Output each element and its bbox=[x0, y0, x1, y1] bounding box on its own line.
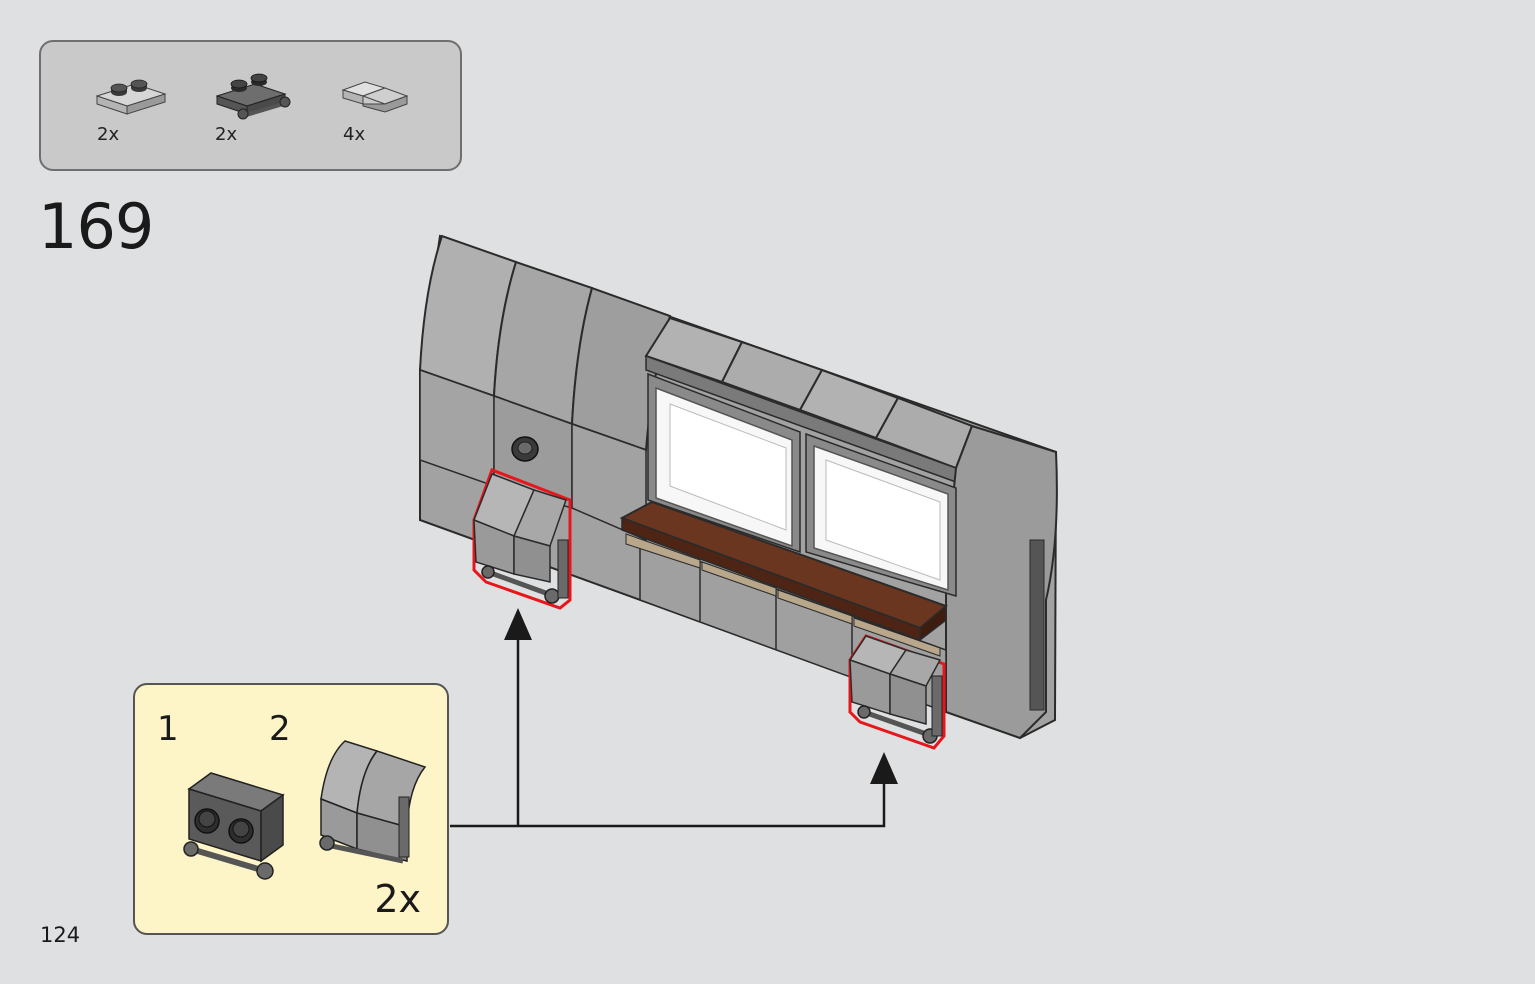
page-number: 124 bbox=[40, 923, 81, 947]
sub-step-2-number: 2 bbox=[269, 709, 291, 749]
part-qty-1: 2x bbox=[97, 124, 120, 145]
part-qty-3: 4x bbox=[343, 124, 366, 145]
step-number: 169 bbox=[38, 190, 154, 263]
left-new-bracket bbox=[472, 468, 572, 610]
right-new-bracket bbox=[848, 634, 946, 750]
sub-assembly-callout: 1 2 2x bbox=[133, 683, 449, 935]
arrow-up-right-icon bbox=[870, 752, 898, 784]
handle-plate-sub-step-icon bbox=[183, 772, 285, 880]
sub-step-1-number: 1 bbox=[157, 709, 179, 749]
bracket-sub-step-icon bbox=[319, 740, 427, 864]
arrow-up-left-icon bbox=[504, 608, 532, 640]
parts-list-box: 2x 2x 4x bbox=[39, 40, 462, 171]
wedge-slope-light-gray-icon bbox=[341, 78, 413, 118]
plate-1x2-with-handle-dark-gray-icon bbox=[213, 72, 293, 120]
plate-1x2-light-gray-icon bbox=[95, 76, 167, 116]
placement-arrows bbox=[450, 608, 898, 828]
callout-quantity: 2x bbox=[374, 877, 421, 921]
part-qty-2: 2x bbox=[215, 124, 238, 145]
